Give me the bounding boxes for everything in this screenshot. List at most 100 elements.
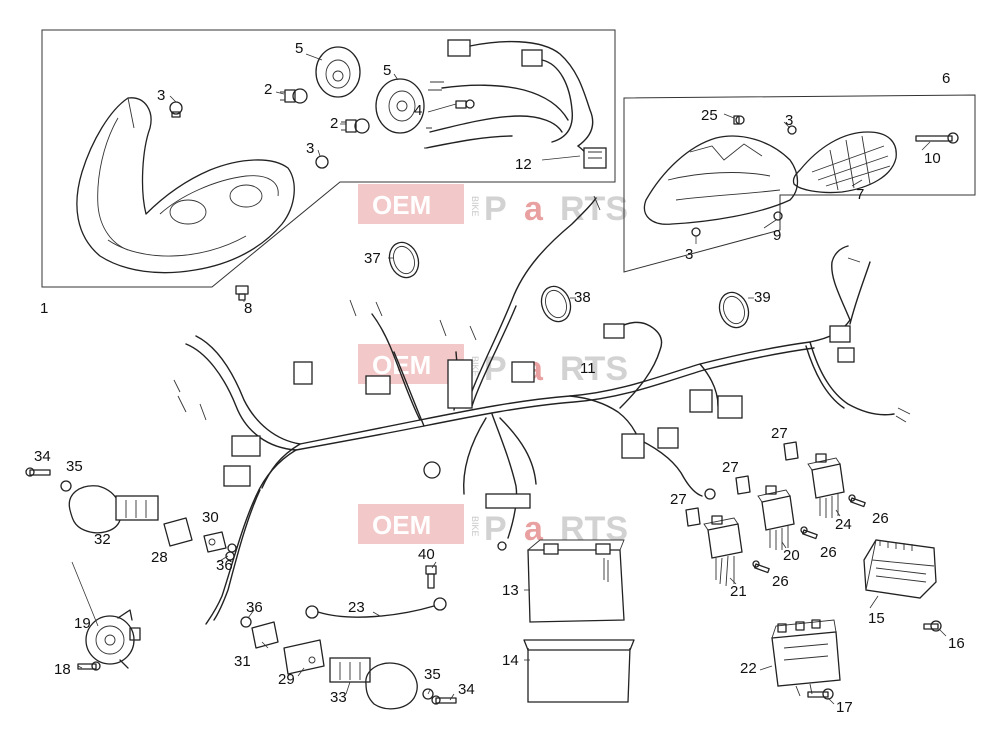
callout-33: 33	[330, 689, 347, 706]
turn-signal-rear-right	[329, 657, 418, 710]
callout-25: 25	[701, 107, 718, 124]
callout-1: 1	[40, 300, 48, 317]
screw-18	[77, 661, 101, 671]
svg-text:a: a	[524, 190, 544, 228]
taillight-screw	[915, 132, 959, 144]
washer-35-left	[60, 480, 72, 492]
reflector-left	[315, 46, 361, 98]
bolt-8	[235, 285, 249, 301]
callout-2: 2	[330, 115, 338, 132]
washer-35-right	[422, 688, 434, 700]
callout-38: 38	[574, 289, 591, 306]
callout-11: 11	[580, 360, 596, 377]
screw-26c	[848, 494, 866, 508]
bracket-28	[163, 517, 193, 547]
clip-27a	[685, 507, 701, 527]
callout-39: 39	[754, 289, 771, 306]
screw-17	[807, 688, 834, 700]
headlight-group-frame	[41, 29, 616, 288]
clip-27b	[735, 475, 751, 495]
callout-8: 8	[244, 300, 252, 317]
callout-34: 34	[458, 681, 475, 698]
taillight-bulbs	[691, 115, 797, 237]
relay-21	[703, 515, 743, 587]
relay-20	[757, 485, 795, 550]
svg-text:P: P	[484, 350, 507, 388]
callout-26: 26	[872, 510, 889, 527]
callout-10: 10	[924, 150, 941, 167]
watermark-top: OEM BIKE P a RTS	[358, 184, 628, 228]
bulb-position	[455, 99, 475, 109]
callout-18: 18	[54, 661, 71, 678]
cable-tie-38	[540, 285, 572, 323]
relay-24	[807, 453, 845, 518]
callout-24: 24	[835, 516, 852, 533]
cable-tie-37	[388, 241, 420, 279]
callout-3: 3	[785, 112, 793, 129]
callout-16: 16	[948, 635, 965, 652]
svg-text:RTS: RTS	[560, 510, 628, 548]
battery	[527, 539, 625, 623]
headlight-housing	[76, 97, 295, 274]
taillight-base	[643, 135, 799, 225]
callout-17: 17	[836, 699, 853, 716]
taillight-group-frame	[623, 94, 976, 273]
screw-16	[923, 620, 942, 632]
battery-cable	[305, 597, 447, 619]
callout-labels: 1 2 2 3 3 3 3 4 5 5 6 7 8 9 10 11 12 13 …	[34, 40, 965, 716]
screw-40	[425, 565, 437, 589]
battery-tray	[523, 639, 635, 703]
callout-7: 7	[856, 186, 864, 203]
callout-36: 36	[246, 599, 263, 616]
callout-5: 5	[383, 62, 391, 79]
callout-15: 15	[868, 610, 885, 627]
callout-28: 28	[151, 549, 168, 566]
svg-text:P: P	[484, 190, 507, 228]
bracket-30	[203, 531, 237, 553]
turn-signal-front-left	[68, 485, 159, 534]
headlight-bulb-lower	[341, 118, 370, 134]
clip-27c	[783, 441, 799, 461]
callout-37: 37	[364, 250, 381, 267]
bulb-small-left	[169, 101, 183, 118]
headlight-harness	[424, 39, 607, 169]
svg-text:OEM: OEM	[372, 190, 431, 220]
washer-36-upper	[225, 551, 235, 561]
callout-30: 30	[202, 509, 219, 526]
callout-19: 19	[74, 615, 91, 632]
bulb-small-lower	[315, 155, 329, 169]
screw-34-right	[431, 695, 457, 705]
callout-20: 20	[783, 547, 800, 564]
callout-27: 27	[670, 491, 687, 508]
svg-text:BIKE: BIKE	[470, 356, 480, 377]
callout-9: 9	[773, 227, 781, 244]
svg-text:RTS: RTS	[560, 190, 628, 228]
callout-31: 31	[234, 653, 251, 670]
callout-35: 35	[424, 666, 441, 683]
callout-26: 26	[772, 573, 789, 590]
taillight-lens	[792, 131, 897, 194]
callout-3: 3	[157, 87, 165, 104]
callout-23: 23	[348, 599, 365, 616]
voltage-regulator	[863, 539, 937, 599]
bracket-31	[251, 621, 279, 649]
headlight-bulb-upper	[280, 88, 308, 104]
callout-27: 27	[722, 459, 739, 476]
cdi-unit	[771, 619, 841, 697]
callout-6: 6	[942, 70, 950, 87]
svg-text:P: P	[484, 510, 507, 548]
washer-36-lower	[240, 616, 252, 628]
cable-tie-39	[718, 291, 750, 329]
screw-26b	[800, 526, 818, 540]
callout-2: 2	[264, 81, 272, 98]
svg-text:RTS: RTS	[560, 350, 628, 388]
callout-34: 34	[34, 448, 51, 465]
svg-text:a: a	[524, 510, 544, 548]
callout-14: 14	[502, 652, 519, 669]
svg-text:BIKE: BIKE	[470, 196, 480, 217]
screw-26a	[752, 560, 770, 574]
callout-22: 22	[740, 660, 757, 677]
leader-lines	[71, 53, 947, 705]
reflector-right	[375, 78, 425, 134]
